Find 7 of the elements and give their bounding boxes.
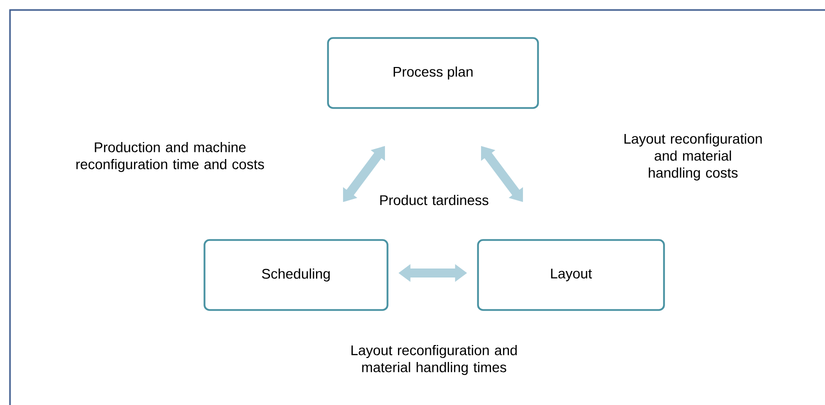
note-label: Production and machine reconfiguration time and costs	[76, 142, 264, 172]
process-box: Layout	[477, 239, 665, 311]
process-box: Scheduling	[204, 239, 388, 311]
note-label: Product tardiness	[380, 194, 488, 206]
process-box: Process plan	[327, 37, 539, 109]
note-label: Layout reconfiguration and material handling times	[351, 344, 517, 376]
note-label: Layout reconfiguration and material handling costs	[624, 133, 762, 181]
